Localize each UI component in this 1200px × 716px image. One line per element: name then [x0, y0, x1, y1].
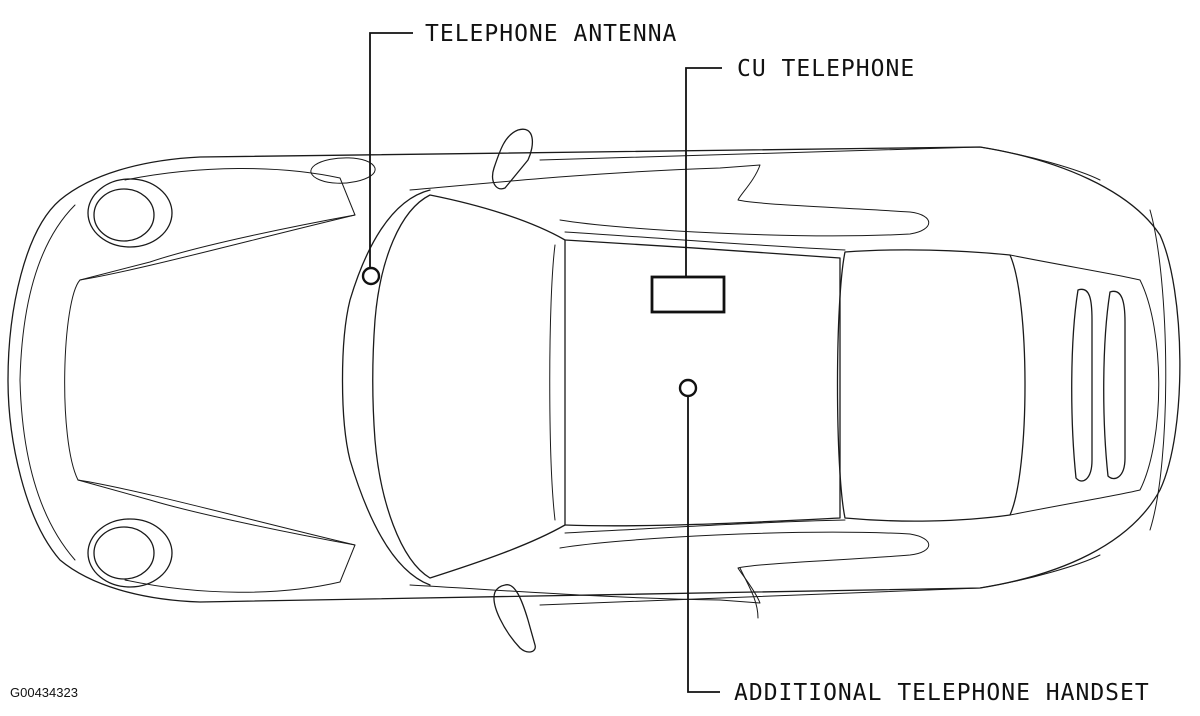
- hood-crease-line: [77, 214, 356, 546]
- headlight-left-outer: [87, 178, 173, 248]
- additional-handset-marker: [678, 378, 698, 398]
- roof-inner-line: [549, 244, 556, 521]
- side-panels: [409, 146, 1101, 619]
- rear-deck-line: [1009, 254, 1160, 516]
- car-body-outline: [7, 146, 1181, 603]
- headlight-right-outer: [87, 518, 173, 588]
- left-sill-line: [539, 146, 1101, 181]
- figure-id: G00434323: [10, 685, 78, 700]
- cabin: [341, 189, 846, 586]
- components: [361, 266, 726, 398]
- headlight-right-inner: [93, 526, 155, 580]
- roof-left-rail: [564, 231, 846, 251]
- additional-handset-label: ADDITIONAL TELEPHONE HANDSET: [734, 680, 1150, 706]
- leader-lines: [369, 32, 722, 693]
- engine-vent-1: [1071, 288, 1093, 482]
- roof-panel: [564, 239, 841, 527]
- antenna-leader-line: [369, 32, 413, 268]
- handset-leader-line: [687, 396, 720, 693]
- cu-telephone-label: CU TELEPHONE: [737, 56, 915, 82]
- mirror-left: [491, 128, 534, 190]
- headlight-left-inner: [93, 188, 155, 242]
- roof-right-rail: [564, 519, 846, 534]
- headlights: [87, 178, 173, 588]
- hood-scoop: [310, 157, 376, 184]
- cu-telephone-box: [650, 275, 726, 314]
- left-door-line: [409, 164, 930, 237]
- mirror-right: [493, 584, 536, 653]
- right-sill-line: [539, 554, 1101, 606]
- rear-window: [836, 249, 1026, 522]
- rear-spoiler-line: [1149, 209, 1167, 531]
- engine-vent-2: [1103, 290, 1126, 480]
- side-mirrors: [491, 128, 536, 653]
- windshield: [372, 194, 566, 579]
- telephone-antenna-label: TELEPHONE ANTENNA: [425, 21, 677, 47]
- rear-section: [836, 209, 1167, 531]
- telephone-antenna-marker: [361, 266, 381, 286]
- cu-telephone-leader-line: [685, 67, 722, 278]
- front-hood-outline: [64, 167, 356, 593]
- right-door-handle-line: [739, 567, 759, 619]
- front-bumper-line: [19, 204, 76, 561]
- windshield-outer: [341, 189, 431, 586]
- right-door-line: [409, 531, 930, 604]
- car-body: [7, 146, 1181, 603]
